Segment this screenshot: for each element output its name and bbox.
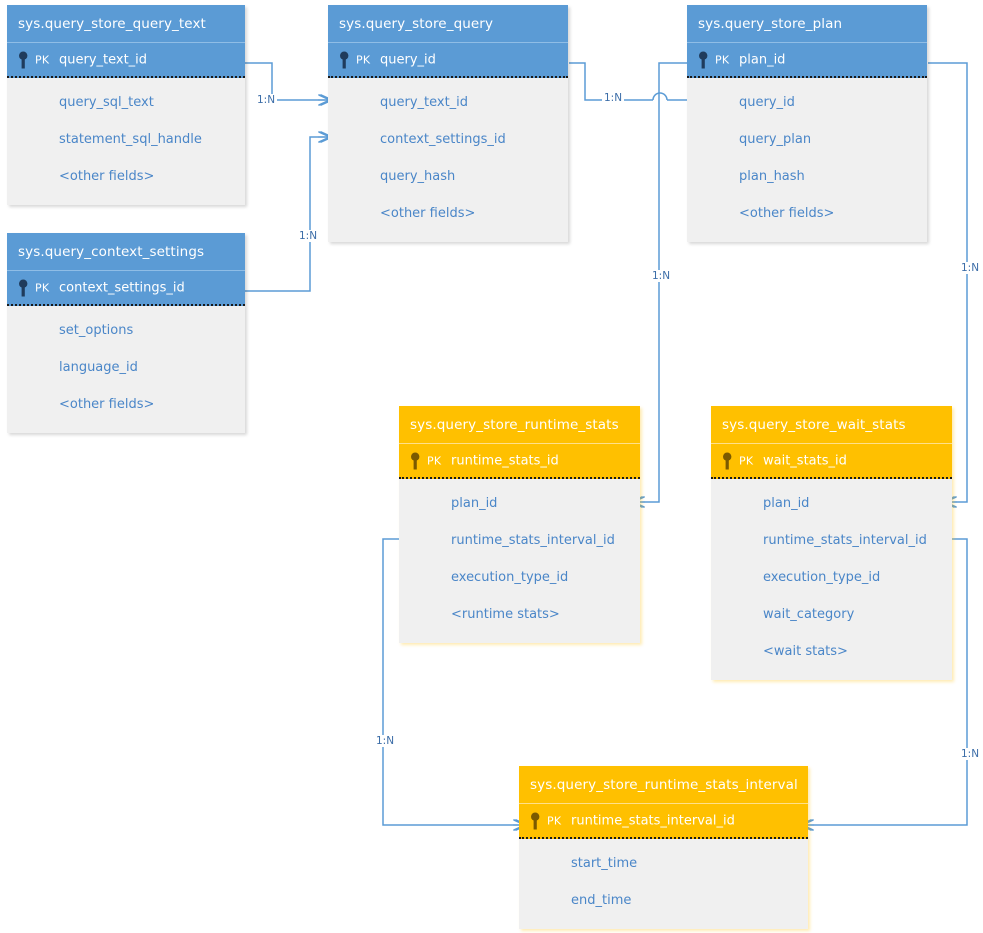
rel-label-interval-runtime: 1:N [374,735,397,747]
field: <other fields> [59,169,155,184]
pk-tag: PK [427,454,442,467]
field: language_id [59,360,138,375]
field: execution_type_id [763,570,881,585]
entity-pk-row[interactable]: PK query_id [328,43,568,78]
connector-query-to-plan [569,62,687,101]
entity-pk-row[interactable]: PK runtime_stats_id [399,444,640,479]
pk-tag: PK [547,814,562,827]
connector-plan-to-runtime-stats [645,62,687,503]
entity-pk-row[interactable]: PK plan_id [687,43,927,78]
primary-key-icon [19,51,28,68]
pk-tag: PK [35,53,50,66]
field: plan_hash [739,169,805,184]
pk-tag: PK [35,281,50,294]
primary-key-icon [531,812,540,829]
entity-title: sys.query_store_plan [687,5,927,43]
entity-fields: start_time end_time [519,839,808,929]
pk-field-name: context_settings_id [59,280,185,295]
rel-label-ctx-query: 1:N [297,230,320,242]
entity-query-store-wait-stats[interactable]: sys.query_store_wait_stats PK wait_stats… [711,406,952,680]
entity-fields: plan_id runtime_stats_interval_id execut… [399,479,640,643]
pk-field-name: runtime_stats_interval_id [571,813,735,828]
primary-key-icon [340,51,349,68]
field: runtime_stats_interval_id [451,533,615,548]
field: plan_id [763,496,810,511]
entity-pk-row[interactable]: PK query_text_id [7,43,245,78]
entity-fields: set_options language_id <other fields> [7,306,245,433]
pk-tag: PK [739,454,754,467]
field: <wait stats> [763,644,848,659]
pk-tag: PK [715,53,730,66]
entity-query-store-runtime-stats-interval[interactable]: sys.query_store_runtime_stats_interval P… [519,766,808,929]
primary-key-icon [411,452,420,469]
entity-fields: query_id query_plan plan_hash <other fie… [687,78,927,242]
pk-tag: PK [356,53,371,66]
entity-query-context-settings[interactable]: sys.query_context_settings PK context_se… [7,233,245,433]
field: query_hash [380,169,456,184]
entity-title: sys.query_store_wait_stats [711,406,952,444]
entity-title: sys.query_context_settings [7,233,245,271]
rel-label-plan-runtime: 1:N [650,270,673,282]
pk-field-name: wait_stats_id [763,453,847,468]
entity-query-store-plan[interactable]: sys.query_store_plan PK plan_id query_id… [687,5,927,242]
primary-key-icon [19,279,28,296]
field: <runtime stats> [451,607,560,622]
field: context_settings_id [380,132,506,147]
pk-field-name: query_text_id [59,52,148,67]
entity-query-store-query-text[interactable]: sys.query_store_query_text PK query_text… [7,5,245,205]
entity-fields: plan_id runtime_stats_interval_id execut… [711,479,952,680]
connector-context-settings-to-query [245,136,318,292]
pk-field-name: query_id [380,52,436,67]
entity-pk-row[interactable]: PK runtime_stats_interval_id [519,804,808,839]
field: runtime_stats_interval_id [763,533,927,548]
field: query_id [739,95,795,110]
primary-key-icon [699,51,708,68]
field: wait_category [763,607,855,622]
primary-key-icon [723,452,732,469]
entity-title: sys.query_store_query_text [7,5,245,43]
entity-fields: query_text_id context_settings_id query_… [328,78,568,242]
entity-pk-row[interactable]: PK wait_stats_id [711,444,952,479]
entity-query-store-runtime-stats[interactable]: sys.query_store_runtime_stats PK runtime… [399,406,640,643]
entity-title: sys.query_store_runtime_stats [399,406,640,444]
field: <other fields> [739,206,835,221]
field: query_sql_text [59,95,154,110]
field: <other fields> [59,397,155,412]
pk-field-name: plan_id [739,52,786,67]
field: query_text_id [380,95,469,110]
field: plan_id [451,496,498,511]
field: execution_type_id [451,570,569,585]
entity-title: sys.query_store_runtime_stats_interval [519,766,808,804]
rel-label-query-plan: 1:N [602,92,625,104]
field: start_time [571,856,638,871]
field: query_plan [739,132,812,147]
entity-title: sys.query_store_query [328,5,568,43]
entity-fields: query_sql_text statement_sql_handle <oth… [7,78,245,205]
entity-pk-row[interactable]: PK context_settings_id [7,271,245,306]
rel-label-text-query: 1:N [255,94,278,106]
pk-field-name: runtime_stats_id [451,453,559,468]
rel-label-plan-wait: 1:N [959,262,982,274]
entity-query-store-query[interactable]: sys.query_store_query PK query_id query_… [328,5,568,242]
field: statement_sql_handle [59,132,202,147]
field: set_options [59,323,134,338]
field: end_time [571,893,632,908]
rel-label-interval-wait: 1:N [959,748,982,760]
field: <other fields> [380,206,476,221]
